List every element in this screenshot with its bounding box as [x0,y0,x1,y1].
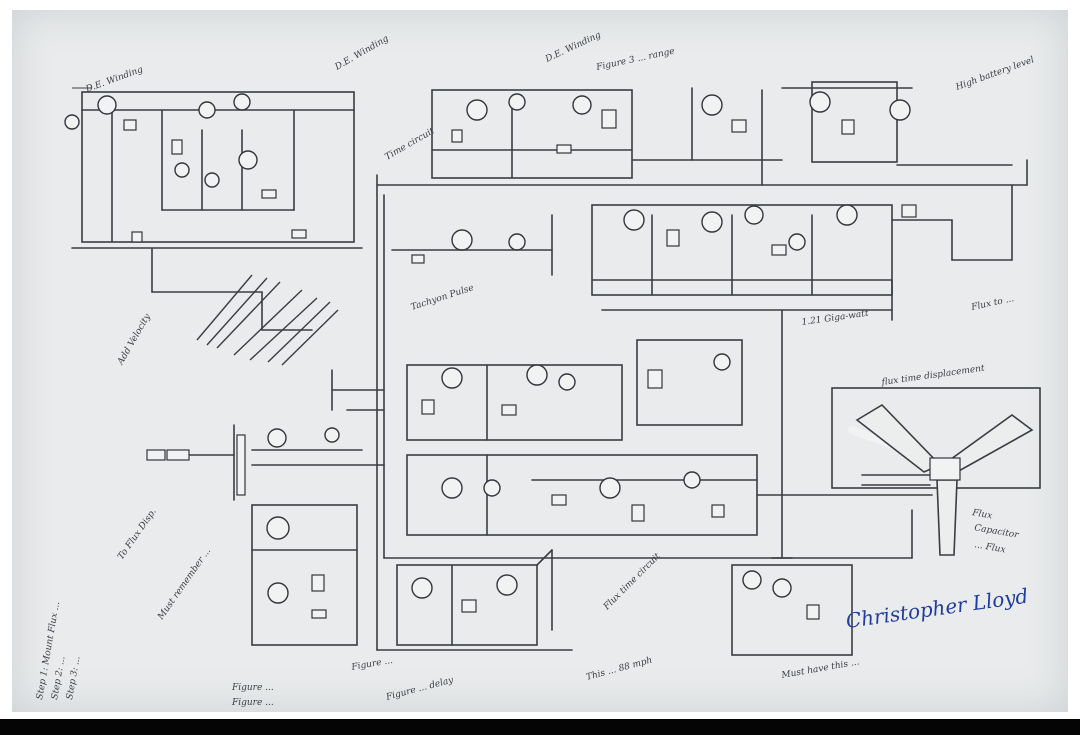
svg-text:Must remember ...: Must remember ... [156,546,214,622]
svg-text:Step 2: ...: Step 2: ... [50,655,68,700]
svg-text:Flux time circuit: Flux time circuit [601,551,663,613]
svg-text:Must have this ...: Must have this ... [780,657,861,681]
module-bottom-left [251,504,358,646]
svg-text:Figure ... delay: Figure ... delay [384,675,455,703]
module-top-left [64,87,363,249]
svg-text:D.E. Winding: D.E. Winding [543,30,603,65]
module-left-center [391,229,553,264]
svg-text:... Flux: ... Flux [973,540,1006,555]
schematic-paper [12,10,1068,712]
svg-text:D.E. Winding: D.E. Winding [84,65,145,95]
bottom-black-band [0,719,1080,735]
flux-capacitor [831,387,1041,556]
module-bottom-right [731,509,913,656]
module-top-right [781,81,1013,166]
svg-text:High battery level: High battery level [954,55,1036,93]
svg-text:Flux: Flux [970,508,992,521]
svg-text:Flux to ...: Flux to ... [970,294,1016,313]
svg-text:Figure ...: Figure ... [231,683,274,693]
svg-text:Figure ...: Figure ... [231,698,274,708]
svg-text:Figure 3 ... range: Figure 3 ... range [595,47,676,74]
svg-text:Time circuit: Time circuit [384,126,437,162]
signature: Christopher Lloyd [844,584,1029,633]
svg-text:Step 3: ...: Step 3: ... [65,655,83,700]
schematic-drawing: D.E. Winding D.E. Winding D.E. Winding F… [35,30,1041,708]
svg-text:This ... 88 mph: This ... 88 mph [585,656,653,683]
main-frame [376,159,1028,651]
svg-text:1.21 Giga-watt: 1.21 Giga-watt [801,309,870,328]
module-second-row [591,184,1013,321]
module-middle [331,339,743,441]
module-lower-row [406,454,933,536]
svg-text:Capacitor: Capacitor [973,523,1019,541]
svg-text:Add Velocity: Add Velocity [115,312,153,368]
module-top-center [431,87,783,186]
svg-text:flux time displacement: flux time displacement [880,364,986,389]
module-bottom-center [396,549,553,646]
svg-text:To Flux Disp.: To Flux Disp. [116,507,159,562]
svg-text:D.E. Winding: D.E. Winding [333,34,391,73]
hatched-region [151,247,339,366]
svg-text:Figure ...: Figure ... [350,656,394,673]
module-left-input [146,424,385,501]
svg-text:Tachyon Pulse: Tachyon Pulse [410,283,475,313]
